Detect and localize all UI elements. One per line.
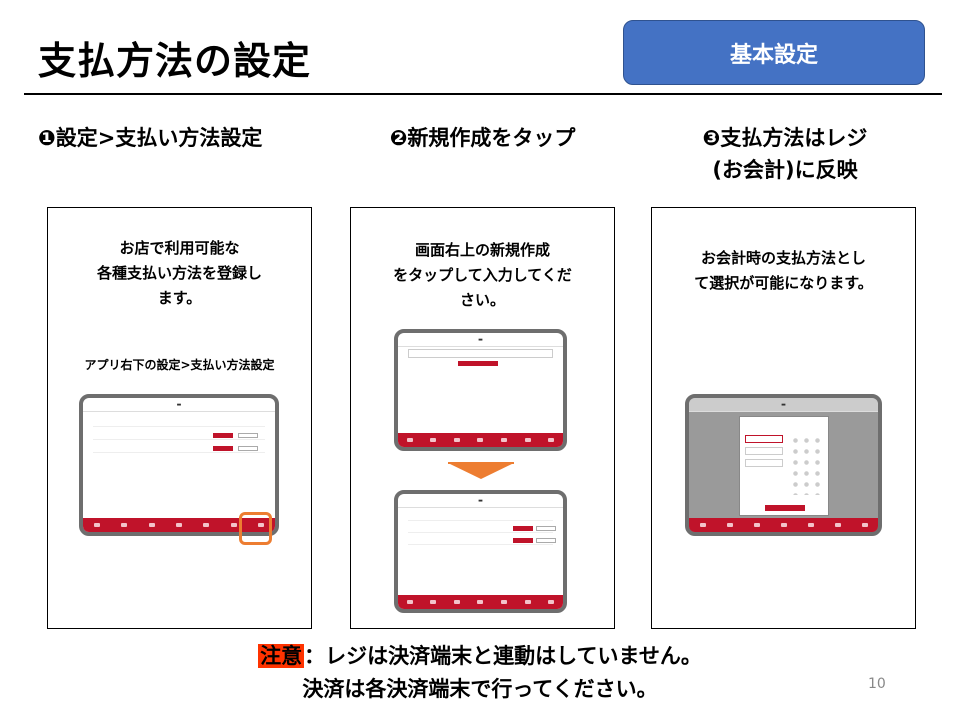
checkout-method-option xyxy=(745,447,783,455)
tablet-delete-button xyxy=(238,446,258,451)
tablet-input-row xyxy=(408,349,553,358)
panel-3-line-2: て選択が可能になります。 xyxy=(694,274,873,292)
step-3-panel: お会計時の支払方法とし て選択が可能になります。 ▬ xyxy=(651,207,916,629)
panel-2-description: 画面右上の新規作成 をタップして入力してくだ さい。 xyxy=(351,238,614,313)
notice-line-1: 注意：レジは決済端末と連動はしていません。 xyxy=(0,640,960,673)
tablet-delete-button xyxy=(238,433,258,438)
checkout-keypad xyxy=(790,435,824,495)
tablet-edit-button xyxy=(213,446,233,451)
tablet-delete-button xyxy=(536,526,556,531)
step-3-heading: ❸支払方法はレジ (お会計)に反映 xyxy=(650,122,920,186)
tablet-row xyxy=(93,444,265,453)
tablet-header: ▬ xyxy=(398,333,563,347)
step-2-panel: 画面右上の新規作成 をタップして入力してくだ さい。 ▬ ▬ xyxy=(350,207,615,629)
step-3-label-line2: (お会計)に反映 xyxy=(712,158,858,182)
checkout-method-option xyxy=(745,435,783,443)
panel-1-line-2: 各種支払い方法を登録し xyxy=(96,264,262,282)
panel-2-line-2: をタップして入力してくだ xyxy=(393,266,572,284)
step-1-heading: ❶設定>支払い方法設定 xyxy=(38,122,328,154)
section-badge: 基本設定 xyxy=(623,20,925,85)
tablet-tab-bar xyxy=(689,518,878,532)
panel-3-description: お会計時の支払方法とし て選択が可能になります。 xyxy=(652,246,915,296)
tablet-tab-bar xyxy=(398,595,563,609)
tablet-row xyxy=(408,536,553,545)
tablet-delete-button xyxy=(536,538,556,543)
checkout-method-option xyxy=(745,459,783,467)
tablet-tab-bar xyxy=(83,518,275,532)
tablet-row xyxy=(408,524,553,533)
tablet-tab-bar xyxy=(398,433,563,447)
tablet-header: ▬ xyxy=(689,398,878,412)
tablet-edit-button xyxy=(213,433,233,438)
tablet-edit-button xyxy=(513,538,533,543)
checkout-modal xyxy=(739,416,829,516)
panel-1-description: お店で利用可能な 各種支払い方法を登録し ます。 xyxy=(48,236,311,311)
notice: 注意：レジは決済端末と連動はしていません。 決済は各決済端末で行ってください。 xyxy=(0,640,960,706)
page-number: 10 xyxy=(868,676,886,692)
checkout-confirm-button xyxy=(765,505,805,511)
panel-1-caption: アプリ右下の設定>支払い方法設定 xyxy=(84,358,275,372)
tablet-row xyxy=(93,431,265,440)
step-3-label-line1: ❸支払方法はレジ xyxy=(702,126,868,150)
down-arrow-icon xyxy=(448,463,514,479)
panel-2-line-1: 画面右上の新規作成 xyxy=(414,241,550,259)
tablet-header: ▬ xyxy=(83,398,275,412)
panel-1-line-3: ます。 xyxy=(157,289,202,307)
tablet-save-button xyxy=(458,361,498,366)
step-1-panel: お店で利用可能な 各種支払い方法を登録し ます。 アプリ右下の設定>支払い方法設… xyxy=(47,207,312,629)
tablet-header: ▬ xyxy=(398,494,563,508)
panel-3-line-1: お会計時の支払方法とし xyxy=(700,249,866,267)
step-2-heading: ❷新規作成をタップ xyxy=(350,122,615,154)
notice-line-2: 決済は各決済端末で行ってください。 xyxy=(302,677,658,701)
notice-highlight: 注意 xyxy=(258,644,305,668)
tablet-edit-button xyxy=(513,526,533,531)
settings-highlight-ring xyxy=(239,512,272,545)
panel-2-line-3: さい。 xyxy=(459,291,505,309)
title-divider xyxy=(24,93,942,95)
step-1-label: ❶設定>支払い方法設定 xyxy=(38,126,263,150)
tablet-screenshot-checkout: ▬ xyxy=(685,394,882,536)
tablet-row xyxy=(408,512,553,521)
tablet-screenshot-payment-list: ▬ xyxy=(394,490,567,613)
tablet-screenshot-new-entry: ▬ xyxy=(394,329,567,451)
tablet-screenshot-payment-settings: ▬ xyxy=(79,394,279,536)
tablet-row xyxy=(93,418,265,427)
page-title: 支払方法の設定 xyxy=(38,39,312,83)
notice-text-1: ：レジは決済端末と連動はしていません。 xyxy=(304,644,702,668)
panel-1-line-1: お店で利用可能な xyxy=(119,239,240,257)
step-2-label: ❷新規作成をタップ xyxy=(389,126,576,150)
